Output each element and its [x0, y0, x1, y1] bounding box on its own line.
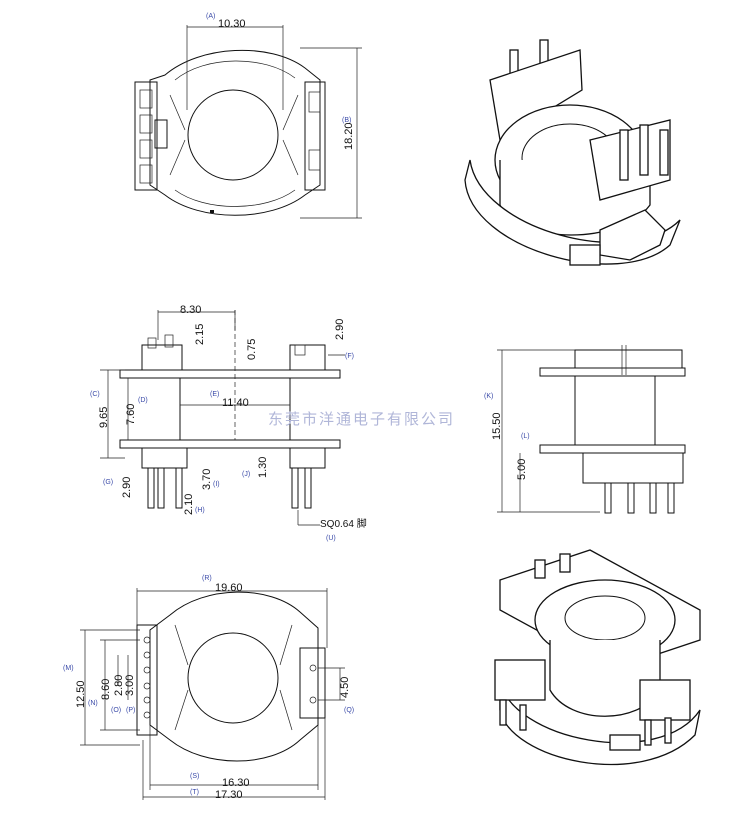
dim-e-value: 11.40: [222, 397, 249, 409]
dim-l-value: 5.00: [516, 459, 528, 480]
dim-s-value: 16.30: [222, 777, 250, 789]
dim-p-tag: (P): [126, 707, 135, 714]
dim-r-tag: (R): [202, 575, 212, 582]
dim-290-top-value: 2.90: [334, 319, 346, 340]
dim-i-tag: (I): [213, 481, 220, 488]
dim-o-tag: (O): [111, 707, 121, 714]
dim-d-tag: (D): [138, 397, 148, 404]
dim-215-value: 2.15: [194, 324, 206, 345]
pin-note: SQ0.64 脚: [320, 517, 367, 530]
bottom-view: (R) 19.60 (M) 12.50 (N) 8.60 (O) 2.80 (P…: [63, 575, 354, 801]
dim-d-value: 7.60: [125, 404, 137, 425]
dim-c-value: 9.65: [98, 407, 110, 428]
dim-p-value: 3.00: [124, 675, 136, 696]
isometric-view-top: [464, 39, 681, 266]
dim-c-tag: (C): [90, 391, 100, 398]
dim-a-value: 10.30: [218, 18, 246, 30]
dim-j-tag: (J): [242, 471, 250, 478]
front-view: 8.30 2.15 0.75 2.90 (F) (C) 9.65 (D) 7.6…: [90, 304, 367, 542]
dim-s-tag: (S): [190, 773, 199, 780]
dim-f-tag: (F): [345, 353, 354, 360]
dim-b-value: 18.20: [343, 122, 355, 150]
dim-r-value: 19.60: [215, 582, 243, 594]
dim-e-tag: (E): [210, 391, 219, 398]
dim-m-tag: (M): [63, 665, 74, 672]
dim-h-value: 2.10: [183, 494, 195, 515]
dim-n-tag: (N): [88, 700, 98, 707]
dim-t-value: 17.30: [215, 789, 243, 801]
dim-m-value: 12.50: [75, 680, 87, 708]
dim-u-tag: (U): [326, 535, 336, 542]
dim-t-tag: (T): [190, 789, 199, 796]
top-view: (A) 10.30 (B) 18.20: [134, 13, 362, 219]
dim-h-tag: (H): [195, 507, 205, 514]
side-view: (K) 15.50 (L) 5.00: [484, 345, 686, 514]
dim-l-tag: (L): [521, 433, 530, 440]
dim-q-value: 4.50: [339, 677, 351, 698]
dim-b-tag: (B): [342, 117, 351, 124]
dim-g-tag: (G): [103, 479, 113, 486]
dim-j-value: 1.30: [257, 457, 269, 478]
dim-q-tag: (Q): [344, 707, 354, 714]
dim-g-value: 2.90: [121, 477, 133, 498]
dim-i-value: 3.70: [201, 469, 213, 490]
dim-k-tag: (K): [484, 393, 493, 400]
dim-075-value: 0.75: [246, 339, 258, 360]
dim-a-tag: (A): [206, 13, 215, 20]
dim-k-value: 15.50: [491, 412, 503, 440]
dim-830-value: 8.30: [180, 304, 201, 316]
dim-n-value: 8.60: [100, 679, 112, 700]
company-watermark: 东莞市洋通电子有限公司: [268, 410, 455, 428]
dim-o-value: 2.80: [113, 675, 125, 696]
isometric-view-bottom: [494, 549, 701, 765]
